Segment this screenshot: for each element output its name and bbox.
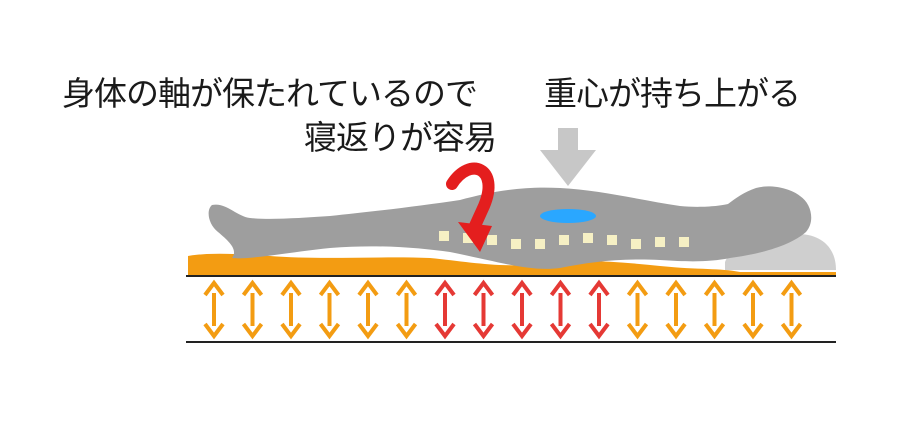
pressure-arrow-icon bbox=[241, 279, 264, 340]
down-arrow-icon bbox=[540, 128, 596, 186]
spine-dot bbox=[487, 235, 497, 245]
spine-dot bbox=[559, 235, 569, 245]
turn-arrow-icon bbox=[446, 162, 495, 252]
pressure-arrow-icon bbox=[434, 279, 456, 340]
pressure-arrow-icon bbox=[280, 279, 302, 340]
spine-dot bbox=[535, 239, 545, 249]
pressure-arrow-icon bbox=[549, 279, 572, 340]
mattress-top-layer bbox=[188, 253, 836, 276]
spine-dot bbox=[607, 235, 617, 245]
spine-dot bbox=[631, 239, 641, 249]
pressure-arrow-icon bbox=[588, 279, 610, 340]
pressure-arrow-icon bbox=[626, 279, 649, 340]
pressure-arrow-icon bbox=[472, 279, 495, 340]
label-body-axis-line2: 寝返りが容易 bbox=[304, 118, 497, 157]
pressure-arrow-icon bbox=[318, 279, 341, 340]
pressure-arrow-icon bbox=[780, 279, 803, 340]
pressure-arrows bbox=[203, 279, 803, 340]
spine-dot bbox=[463, 233, 473, 243]
pressure-arrow-icon bbox=[395, 279, 418, 340]
spine-dot bbox=[679, 237, 689, 247]
pressure-arrow-icon bbox=[203, 279, 225, 340]
human-body bbox=[208, 186, 812, 269]
pressure-arrow-icon bbox=[742, 279, 764, 340]
spine-dot bbox=[655, 237, 665, 247]
center-of-gravity-glow bbox=[540, 209, 596, 223]
spine-dot bbox=[439, 231, 449, 241]
spine-dot bbox=[511, 239, 521, 249]
pressure-arrow-icon bbox=[511, 279, 533, 340]
label-center-of-gravity: 重心が持ち上がる bbox=[544, 74, 801, 113]
pressure-arrow-icon bbox=[665, 279, 687, 340]
label-body-axis-line1: 身体の軸が保たれているので bbox=[62, 74, 478, 113]
spine-dots bbox=[439, 231, 689, 249]
pressure-arrow-icon bbox=[357, 279, 379, 340]
pressure-arrow-icon bbox=[703, 279, 726, 340]
spine-dot bbox=[583, 233, 593, 243]
